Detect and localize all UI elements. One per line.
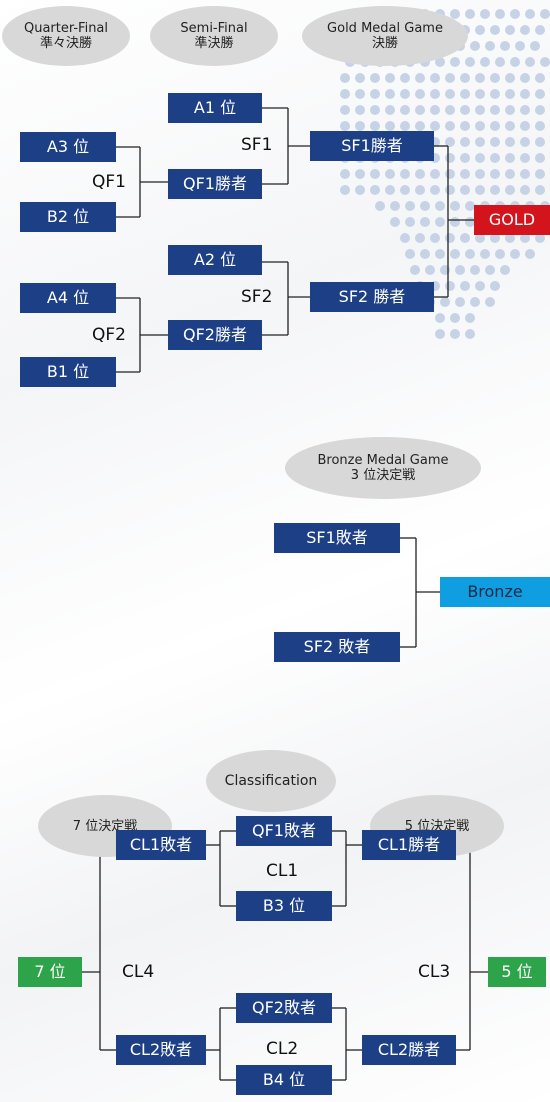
bronze-result-box: Bronze <box>440 577 550 607</box>
seed-b1-box: B1 位 <box>20 357 116 387</box>
bronze-game-ja: 3 位決定戦 <box>350 468 416 483</box>
quarter-final-ja: 準々決勝 <box>39 36 92 51</box>
semi-final-ja: 準決勝 <box>194 36 234 51</box>
seed-b3-box: B3 位 <box>236 891 332 921</box>
bronze-game-en: Bronze Medal Game <box>317 453 449 468</box>
sf2-loser-box: SF2 敗者 <box>274 632 400 662</box>
gold-medal-game-header: Gold Medal Game 決勝 <box>302 6 468 66</box>
seed-a2-box: A2 位 <box>168 245 262 275</box>
qf1-loser-box: QF1敗者 <box>236 816 332 846</box>
semi-final-header: Semi-Final 準決勝 <box>150 6 278 66</box>
gold-game-ja: 決勝 <box>371 36 398 51</box>
classification-header: Classification <box>206 750 336 812</box>
semi-final-en: Semi-Final <box>180 21 248 36</box>
classification-en: Classification <box>224 772 318 789</box>
quarter-final-en: Quarter-Final <box>23 21 109 36</box>
seed-a1-box: A1 位 <box>168 93 262 123</box>
qf1-winner-box: QF1勝者 <box>168 169 262 199</box>
sf1-winner-box: SF1勝者 <box>310 131 434 161</box>
seed-b2-box: B2 位 <box>20 202 116 232</box>
qf2-winner-box: QF2勝者 <box>168 320 262 350</box>
seventh-place-box: 7 位 <box>18 957 82 987</box>
cl1-label: CL1 <box>266 861 299 881</box>
seed-b4-box: B4 位 <box>236 1065 332 1095</box>
sf1-loser-box: SF1敗者 <box>274 523 400 553</box>
cl2-winner-box: CL2勝者 <box>362 1035 456 1065</box>
sf2-winner-box: SF2 勝者 <box>310 282 434 312</box>
sf1-label: SF1 <box>241 135 273 155</box>
fifth-ja: 5 位決定戦 <box>404 818 470 834</box>
seventh-ja: 7 位決定戦 <box>72 818 138 834</box>
cl3-label: CL3 <box>418 962 451 982</box>
cl1-loser-box: CL1敗者 <box>116 830 206 860</box>
cl2-loser-box: CL2敗者 <box>116 1035 206 1065</box>
seed-a4-box: A4 位 <box>20 283 116 313</box>
fifth-place-box: 5 位 <box>488 957 546 987</box>
cl4-label: CL4 <box>122 962 155 982</box>
gold-game-en: Gold Medal Game <box>327 21 443 36</box>
qf2-loser-box: QF2敗者 <box>236 993 332 1023</box>
sf2-label: SF2 <box>241 287 273 307</box>
qf1-label: QF1 <box>92 172 126 192</box>
bronze-medal-game-header: Bronze Medal Game 3 位決定戦 <box>285 437 481 499</box>
cl2-label: CL2 <box>266 1039 299 1059</box>
seed-a3-box: A3 位 <box>20 132 116 162</box>
cl1-winner-box: CL1勝者 <box>362 830 456 860</box>
gold-result-box: GOLD <box>474 205 550 235</box>
quarter-final-header: Quarter-Final 準々決勝 <box>2 6 130 66</box>
qf2-label: QF2 <box>92 325 126 345</box>
